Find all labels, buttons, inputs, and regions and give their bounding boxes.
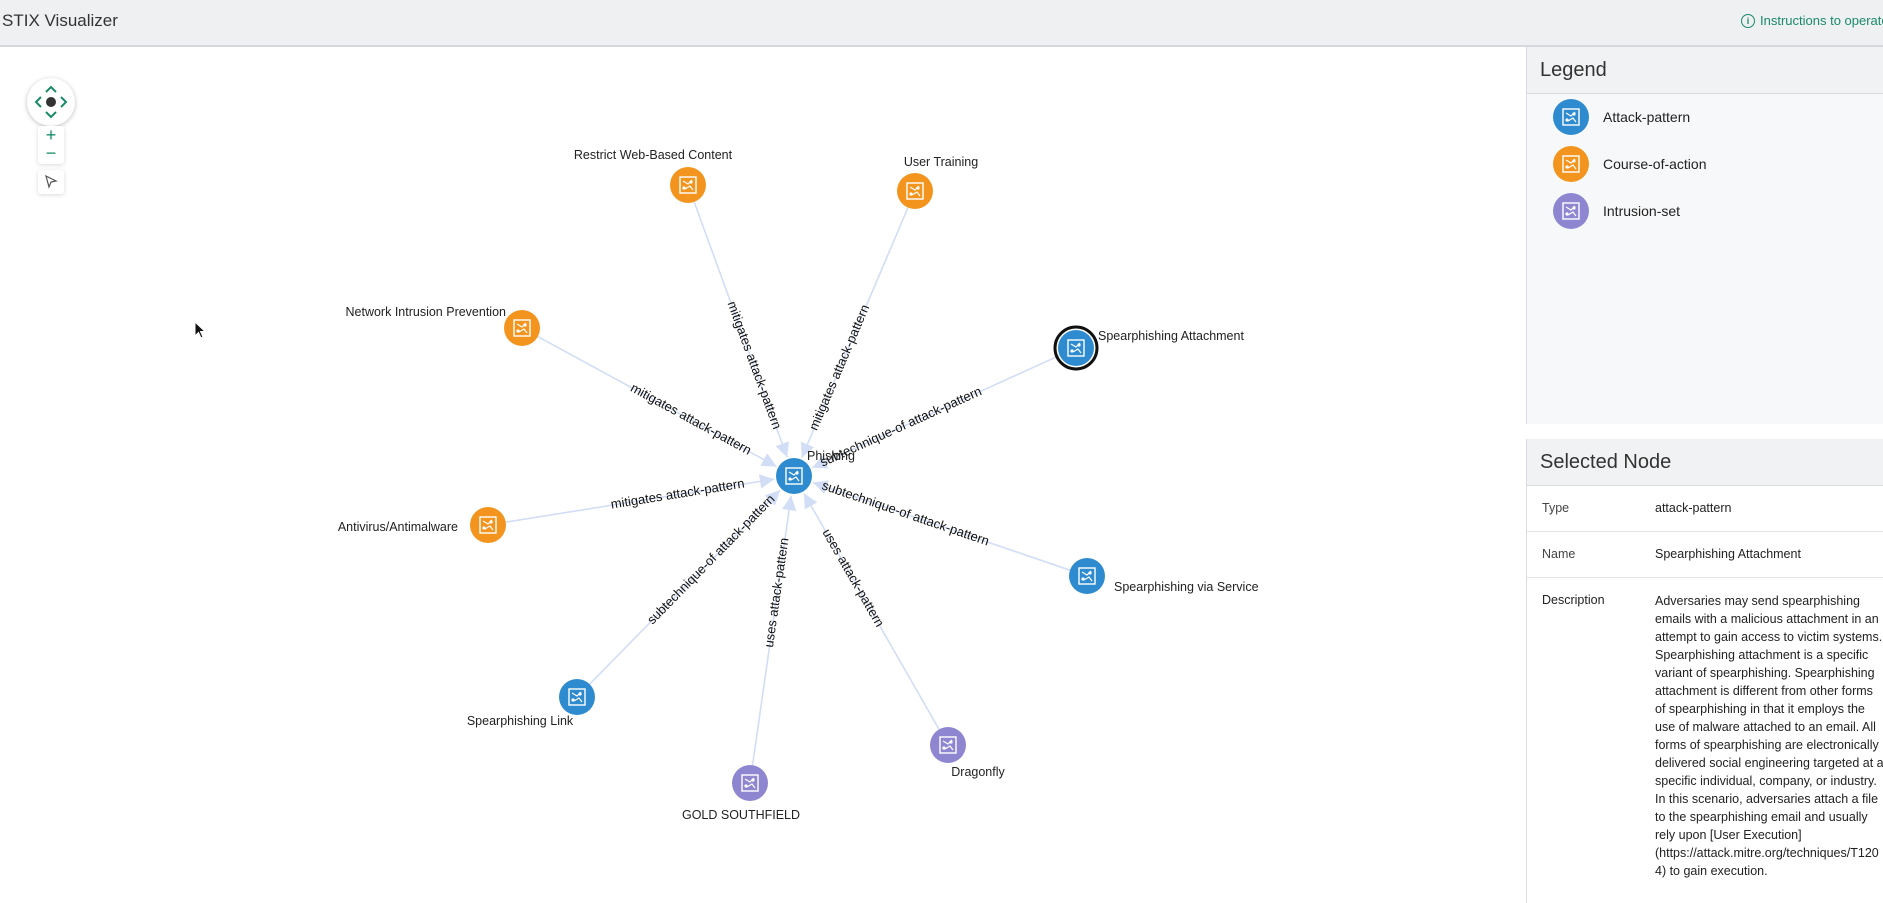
attack-pattern-icon — [785, 467, 803, 485]
name-row: Name Spearphishing Attachment — [1527, 532, 1883, 578]
cursor-select-icon — [45, 174, 58, 189]
course-of-action-icon — [906, 182, 924, 200]
type-value: attack-pattern — [1655, 501, 1732, 515]
legend-title: Legend — [1527, 47, 1883, 94]
attack-pattern-icon — [1553, 99, 1589, 135]
attack-pattern-icon — [1078, 567, 1096, 585]
graph-node-spear-link[interactable]: Spearphishing Link — [467, 679, 595, 728]
node-label: Antivirus/Antimalware — [338, 520, 458, 534]
legend-item-attack-pattern: Attack-pattern — [1553, 99, 1690, 135]
graph-edge[interactable] — [812, 480, 1071, 571]
edge-label: mitigates attack-pattern — [628, 380, 754, 458]
course-of-action-icon — [679, 176, 697, 194]
intrusion-set-icon — [741, 774, 759, 792]
edge-label: subtechnique-of attack-pattern — [644, 491, 778, 627]
legend-item-label: Attack-pattern — [1603, 109, 1691, 125]
description-label: Description — [1542, 593, 1605, 607]
graph-node-av[interactable]: Antivirus/Antimalware — [338, 507, 506, 543]
graph-node-spear-svc[interactable]: Spearphishing via Service — [1069, 558, 1259, 594]
graph-edge[interactable] — [693, 201, 789, 458]
top-bar: STIX Visualizer i Instructions to operat… — [0, 0, 1883, 47]
legend-item-label: Intrusion-set — [1603, 203, 1681, 219]
mouse-cursor-icon — [194, 321, 207, 339]
legend-item-course-of-action: Course-of-action — [1553, 146, 1707, 182]
node-label: Spearphishing Attachment — [1098, 329, 1244, 343]
info-icon: i — [1741, 13, 1755, 28]
attack-pattern-icon — [1067, 339, 1085, 357]
node-label: User Training — [904, 155, 978, 169]
edge-label: subtechnique-of attack-pattern — [820, 478, 991, 549]
node-label: Spearphishing via Service — [1114, 580, 1259, 594]
course-of-action-icon — [479, 516, 497, 534]
node-label: Network Intrusion Prevention — [346, 305, 507, 319]
legend-item-label: Course-of-action — [1603, 156, 1707, 172]
graph-edge[interactable] — [537, 335, 777, 468]
name-value: Spearphishing Attachment — [1655, 547, 1801, 561]
graph-edge[interactable] — [589, 489, 781, 685]
graph-edge[interactable] — [505, 474, 775, 523]
selected-node-panel: Selected Node Type attack-pattern Name S… — [1526, 439, 1883, 903]
pan-arrows-icon — [34, 85, 68, 119]
graph-node-training[interactable]: User Training — [897, 155, 978, 209]
course-of-action-icon — [513, 319, 531, 337]
graph-node-phishing[interactable]: Phishing — [776, 449, 855, 494]
zoom-control: + − — [38, 126, 64, 164]
graph-node-gold[interactable]: GOLD SOUTHFIELD — [682, 765, 800, 822]
attack-pattern-icon — [568, 688, 586, 706]
node-label: Spearphishing Link — [467, 714, 574, 728]
app-title: STIX Visualizer — [2, 11, 118, 30]
instructions-label: Instructions to operate — [1760, 13, 1883, 28]
node-label: GOLD SOUTHFIELD — [682, 808, 800, 822]
graph-edge[interactable] — [751, 495, 797, 766]
name-label: Name — [1542, 547, 1576, 561]
node-label: Dragonfly — [951, 765, 1005, 779]
graph-node-nip[interactable]: Network Intrusion Prevention — [346, 305, 541, 346]
edge-label: mitigates attack-pattern — [725, 299, 785, 431]
course-of-action-icon — [1553, 146, 1589, 182]
edge-label: uses attack-pattern — [761, 537, 792, 649]
edge-label: uses attack-pattern — [819, 526, 887, 629]
graph-node-spear-att[interactable]: Spearphishing Attachment — [1053, 325, 1244, 371]
graph-edge[interactable] — [811, 354, 1060, 469]
type-label: Type — [1542, 501, 1570, 515]
instructions-link[interactable]: i Instructions to operate — [1741, 13, 1883, 28]
node-label: Phishing — [807, 449, 855, 463]
zoom-in-button[interactable]: + — [45, 125, 57, 145]
description-value: Adversaries may send spearphishing email… — [1655, 594, 1883, 878]
graph-edge[interactable] — [800, 207, 909, 458]
graph-edge[interactable] — [803, 492, 940, 730]
pan-control[interactable] — [27, 78, 75, 126]
intrusion-set-icon — [939, 736, 957, 754]
graph-node-dragonfly[interactable]: Dragonfly — [930, 727, 1005, 779]
edge-label: mitigates attack-pattern — [806, 302, 873, 432]
node-label: Restrict Web-Based Content — [574, 148, 733, 162]
graph-node-restrict[interactable]: Restrict Web-Based Content — [574, 148, 733, 203]
legend-item-intrusion-set: Intrusion-set — [1553, 193, 1680, 229]
intrusion-set-icon — [1553, 193, 1589, 229]
selected-node-title: Selected Node — [1527, 439, 1883, 486]
edge-label: mitigates attack-pattern — [610, 475, 746, 511]
type-row: Type attack-pattern — [1527, 486, 1883, 532]
select-tool-button[interactable] — [38, 170, 64, 194]
zoom-out-button[interactable]: − — [45, 143, 57, 163]
